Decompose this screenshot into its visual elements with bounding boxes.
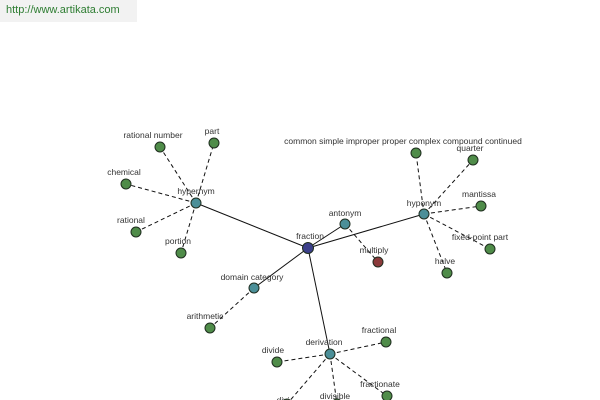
leaf-label-mantissa[interactable]: mantissa	[462, 189, 496, 199]
center-label-fraction[interactable]: fraction	[296, 231, 324, 241]
url-bar: http://www.artikata.com	[0, 0, 137, 22]
edge-hypernym-part	[195, 142, 215, 204]
relation-label-hypernym[interactable]: hypernym	[177, 186, 214, 196]
relation-node-hyponym[interactable]	[418, 208, 430, 220]
leaf-label-part[interactable]: part	[205, 126, 220, 136]
edge-fraction-domain	[253, 247, 309, 289]
relation-node-domain[interactable]	[248, 282, 260, 294]
site-url[interactable]: http://www.artikata.com	[6, 4, 120, 16]
edge-hyponym-quarter	[423, 159, 474, 215]
leaf-node-rational[interactable]	[130, 226, 142, 238]
leaf-node-divide[interactable]	[271, 356, 283, 368]
leaf-label-halve[interactable]: halve	[435, 256, 456, 266]
leaf-label-fractional[interactable]: fractional	[362, 325, 397, 335]
relation-label-domain[interactable]: domain category	[221, 272, 285, 282]
leaf-label-divi[interactable]: divi	[277, 395, 290, 400]
edge-hypernym-portion	[180, 202, 197, 254]
edge-hypernym-chemical	[125, 183, 197, 204]
edge-fraction-antonym	[307, 223, 346, 249]
edge-derivation-divisible	[329, 353, 337, 400]
edge-hyponym-fixed-point-part	[423, 213, 491, 250]
edge-derivation-divide	[276, 353, 331, 363]
edge-fraction-derivation	[307, 247, 331, 355]
leaf-node-fractionate[interactable]	[381, 390, 393, 400]
leaf-node-part[interactable]	[208, 137, 220, 149]
relation-label-derivation[interactable]: derivation	[306, 337, 343, 347]
leaf-node-halve[interactable]	[441, 267, 453, 279]
leaf-label-quarter[interactable]: quarter	[457, 143, 484, 153]
center-node-fraction[interactable]	[302, 242, 314, 254]
leaf-label-rational-number[interactable]: rational number	[123, 130, 182, 140]
leaf-label-divide[interactable]: divide	[262, 345, 284, 355]
relation-label-antonym[interactable]: antonym	[329, 208, 362, 218]
edge-hyponym-halve	[423, 213, 448, 274]
edge-domain-arithmetic	[209, 287, 255, 329]
leaf-label-rational[interactable]: rational	[117, 215, 145, 225]
leaf-label-chemical[interactable]: chemical	[107, 167, 141, 177]
edge-fraction-hyponym	[307, 213, 425, 249]
leaf-label-divisible[interactable]: divisible	[320, 391, 351, 400]
relation-label-hyponym[interactable]: hyponym	[407, 198, 442, 208]
relation-node-antonym[interactable]	[339, 218, 351, 230]
edge-hyponym-mantissa	[423, 205, 482, 215]
leaf-node-chemical[interactable]	[120, 178, 132, 190]
relation-node-hypernym[interactable]	[190, 197, 202, 209]
leaf-node-common-simple-improper-proper-complex-co[interactable]	[410, 147, 422, 159]
leaf-label-fractionate[interactable]: fractionate	[360, 379, 400, 389]
edge-derivation-fractionate	[329, 353, 388, 397]
leaf-label-fixed-point-part[interactable]: fixed-point part	[452, 232, 509, 242]
edge-hyponym-common-simple-improper-proper-complex-co	[415, 152, 425, 215]
edge-fraction-hypernym	[195, 202, 309, 249]
edge-antonym-multiply	[344, 223, 379, 263]
leaf-node-portion[interactable]	[175, 247, 187, 259]
leaf-label-portion[interactable]: portion	[165, 236, 191, 246]
leaf-node-quarter[interactable]	[467, 154, 479, 166]
edge-hypernym-rational	[135, 202, 197, 233]
leaf-node-arithmetic[interactable]	[204, 322, 216, 334]
leaf-label-multiply[interactable]: multiply	[360, 245, 390, 255]
leaf-node-fixed-point-part[interactable]	[484, 243, 496, 255]
leaf-label-common-simple-improper-proper-complex-co[interactable]: common simple improper proper complex co…	[284, 136, 522, 146]
leaf-node-mantissa[interactable]	[475, 200, 487, 212]
leaf-node-fractional[interactable]	[380, 336, 392, 348]
relation-node-derivation[interactable]	[324, 348, 336, 360]
leaf-node-multiply[interactable]	[372, 256, 384, 268]
edge-derivation-fractional	[329, 341, 387, 355]
leaf-label-arithmetic[interactable]: arithmetic	[187, 311, 225, 321]
edge-derivation-divi	[289, 353, 331, 400]
leaf-node-rational-number[interactable]	[154, 141, 166, 153]
